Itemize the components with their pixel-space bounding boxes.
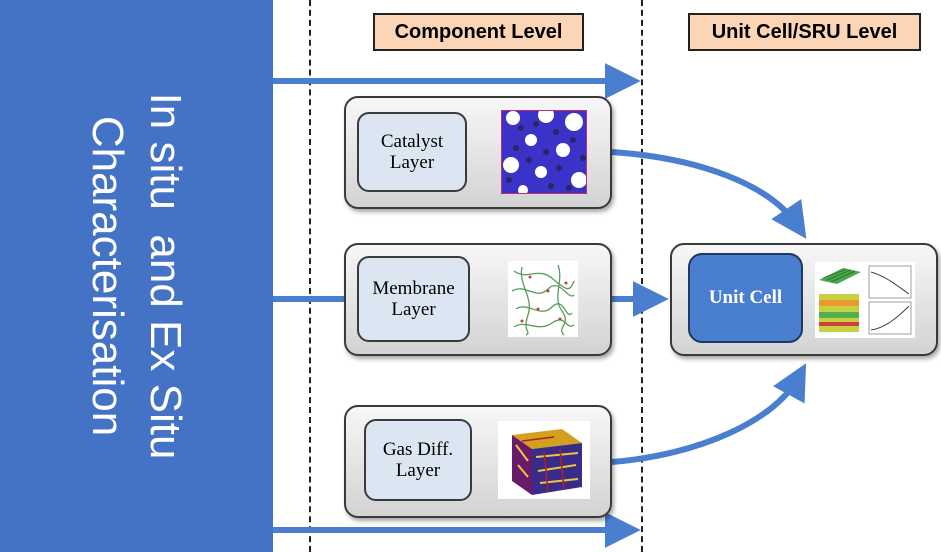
- gas-diffusion-microstructure-image: [498, 421, 590, 499]
- unit-cell-results-image: [815, 262, 915, 338]
- unit-cell-label: Unit Cell: [688, 253, 803, 343]
- component-divider-line: [309, 0, 311, 552]
- membrane-molecule-image: [508, 261, 578, 337]
- unit-divider-line: [641, 0, 643, 552]
- gas-diffusion-layer-label: Gas Diff. Layer: [364, 419, 472, 501]
- catalyst-to-unit-arrow: [611, 149, 807, 239]
- catalyst-layer-label: Catalyst Layer: [357, 112, 467, 192]
- characterisation-panel: [0, 0, 273, 552]
- membrane-layer-label: Membrane Layer: [357, 256, 470, 342]
- unit-cell-level-header: Unit Cell/SRU Level: [688, 13, 921, 51]
- catalyst-microstructure-image: [501, 110, 587, 194]
- gdl-to-unit-arrow: [611, 363, 807, 465]
- component-level-header: Component Level: [373, 13, 584, 51]
